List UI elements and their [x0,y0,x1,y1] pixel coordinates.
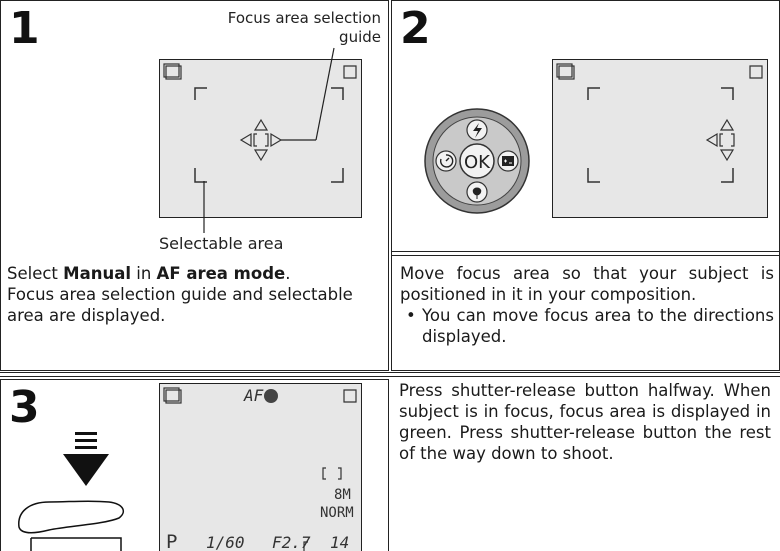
monitor-graphics [163,387,357,551]
step2-instruction: Move focus area so that your subject is … [400,264,774,304]
left-arrow-icon [705,132,718,148]
aperture: F2.7 [272,533,311,551]
down-arrow-icon [253,149,269,162]
right-arrow-icon [270,132,283,148]
camera-monitor [159,59,362,218]
instruction-line: Select Manual in AF area mode. [7,264,291,283]
image-size-indicator: 8M [334,487,351,503]
focus-indicator-icon [264,389,278,403]
step1-instruction: Select Manual in AF area mode. Focus are… [7,263,385,326]
step-number: 2 [400,3,431,54]
left-arrow-icon [239,132,252,148]
ok-button [459,143,495,179]
step3-panel: 3 AF 8M NORM P 1/60 F2.7 14 [0,379,389,551]
callout-selectable-area: Selectable area [159,234,284,253]
step3-text-panel: Press shutter-release button halfway. Wh… [391,379,780,551]
step-number: 1 [9,3,40,54]
step3-instruction: Press shutter-release button halfway. Wh… [399,381,771,463]
shooting-mode: P [166,531,178,551]
af-label: AF [244,386,264,405]
quality-indicator: NORM [320,505,354,521]
memory-icon [165,389,182,404]
step1-panel: 1 Focus area selection guide [0,0,389,371]
bullet-icon: • [406,306,416,325]
finger-icon [18,500,125,534]
internal-memory-icon [749,65,763,79]
internal-memory-icon [343,389,357,403]
callout-lines [203,47,335,233]
shutter-press-illustration [18,432,125,551]
monitor-graphics [556,63,763,183]
internal-memory-icon [343,65,357,79]
ok-label: OK [464,152,491,173]
section-divider [392,251,779,256]
shutter-speed: 1/60 [206,533,245,551]
step2-bullet: • You can move focus area to the directi… [400,305,774,347]
up-arrow-icon [719,118,735,131]
camera-monitor: AF 8M NORM P 1/60 F2.7 14 [159,383,362,551]
callout-line: guide [339,28,381,46]
camera-monitor [552,59,768,218]
instruction-line: Focus area selection guide and selectabl… [7,285,353,325]
memory-icon [165,65,182,80]
frames-remaining: 14 [330,533,350,551]
multi-selector: OK [424,108,530,214]
callout-line: Focus area selection [227,9,381,27]
down-arrow-icon [63,454,109,486]
down-arrow-icon [719,149,735,162]
focus-area-bracket [322,467,326,480]
callout-focus-guide: Focus area selection guide [206,9,381,47]
panel-divider [0,372,780,377]
up-arrow-icon [253,118,269,131]
step-number: 3 [9,382,40,433]
memory-icon [558,65,575,80]
bullet-text: You can move focus area to the direction… [422,306,774,346]
step2-panel: 2 OK Move foc [391,0,780,371]
monitor-graphics [163,63,357,183]
